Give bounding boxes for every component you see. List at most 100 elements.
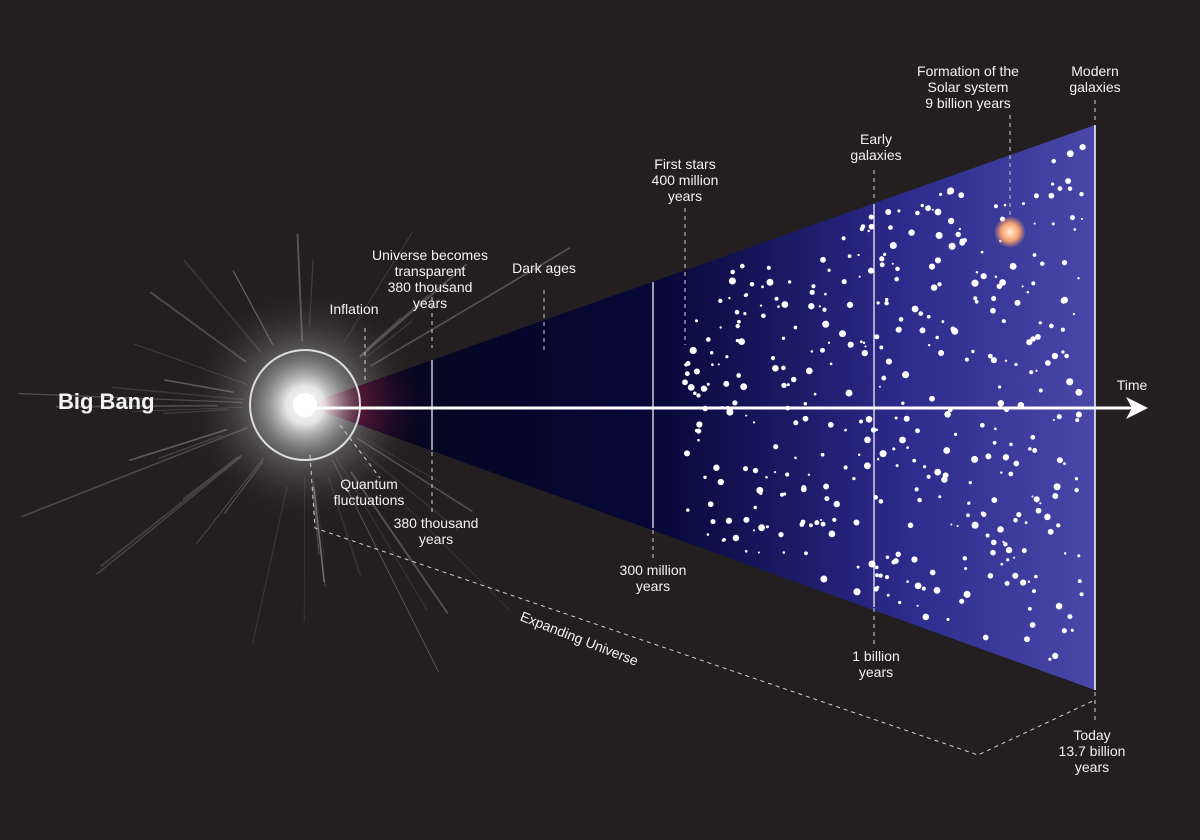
galaxy-dot (1067, 614, 1073, 620)
galaxy-dot (874, 334, 880, 340)
galaxy-dot (752, 467, 759, 474)
galaxy-dot (1000, 562, 1004, 566)
galaxy-dot (810, 350, 814, 353)
galaxy-dot (1003, 203, 1007, 207)
galaxy-dot (843, 465, 848, 470)
t300m-label: 300 million years (619, 562, 687, 594)
galaxy-dot (923, 465, 927, 469)
galaxy-dot (820, 521, 826, 527)
galaxy-dot (740, 383, 748, 391)
galaxy-dot (1033, 193, 1039, 199)
galaxy-dot (884, 300, 889, 306)
galaxy-dot (841, 236, 846, 241)
galaxy-dot (785, 472, 790, 477)
galaxy-dot (1051, 182, 1055, 186)
galaxy-dot (814, 520, 820, 526)
galaxy-dot (732, 400, 738, 406)
galaxy-dot (820, 347, 825, 353)
galaxy-dot (752, 421, 756, 424)
galaxy-dot (990, 307, 996, 314)
galaxy-dot (742, 466, 749, 472)
galaxy-dot (820, 518, 823, 522)
galaxy-dot (929, 395, 935, 402)
galaxy-dot (1033, 222, 1036, 225)
galaxy-dot (735, 323, 740, 329)
galaxy-dot (879, 256, 885, 262)
galaxy-dot (848, 344, 852, 348)
galaxy-dot (990, 549, 996, 556)
galaxy-dot (873, 495, 879, 500)
galaxy-dot (911, 305, 919, 313)
galaxy-dot (999, 279, 1006, 286)
galaxy-dot (813, 392, 817, 396)
galaxy-dot (824, 496, 830, 502)
galaxy-dot (802, 415, 809, 422)
early-galaxies-label: Early galaxies (850, 131, 902, 163)
galaxy-dot (956, 524, 959, 528)
galaxy-dot (822, 307, 827, 312)
galaxy-dot (962, 238, 968, 243)
galaxy-dot (820, 452, 825, 457)
galaxy-dot (885, 297, 889, 302)
galaxy-dot (823, 483, 830, 490)
galaxy-dot (1052, 493, 1059, 499)
galaxy-dot (959, 598, 965, 604)
galaxy-dot (925, 205, 932, 212)
galaxy-dot (1060, 297, 1067, 304)
galaxy-dot (897, 209, 901, 213)
galaxy-dot (1051, 352, 1059, 360)
galaxy-dot (994, 427, 997, 431)
galaxy-dot (782, 551, 786, 554)
galaxy-dot (870, 427, 877, 433)
galaxy-dot (878, 499, 884, 504)
galaxy-dot (822, 320, 830, 328)
galaxy-dot (780, 492, 784, 497)
galaxy-dots (682, 143, 1086, 661)
galaxy-dot (894, 276, 899, 282)
galaxy-dot (1077, 554, 1081, 558)
galaxy-dot (864, 436, 871, 444)
galaxy-dot (898, 600, 902, 605)
galaxy-dot (939, 192, 943, 196)
galaxy-dot (926, 474, 931, 479)
galaxy-dot (953, 432, 958, 437)
galaxy-dot (853, 588, 861, 596)
galaxy-dot (1002, 540, 1005, 543)
today-label: Today 13.7 billion years (1058, 727, 1126, 775)
galaxy-dot (991, 539, 997, 546)
galaxy-dot (728, 296, 731, 300)
galaxy-dot (1008, 471, 1014, 477)
galaxy-dot (891, 560, 896, 565)
galaxy-dot (710, 519, 716, 525)
galaxy-dot (1057, 186, 1063, 191)
galaxy-dot (1075, 411, 1082, 418)
galaxy-dot (820, 575, 828, 583)
galaxy-dot (928, 263, 936, 270)
galaxy-dot (687, 383, 695, 391)
galaxy-dot (943, 447, 951, 454)
galaxy-dot (930, 284, 938, 291)
galaxy-dot (761, 313, 766, 319)
galaxy-dot (709, 350, 714, 355)
galaxy-dot (1034, 574, 1038, 579)
galaxy-dot (1061, 259, 1068, 266)
galaxy-dot (917, 497, 922, 503)
galaxy-dot (1005, 546, 1013, 554)
galaxy-dot (1066, 150, 1074, 158)
galaxy-dot (935, 335, 939, 340)
big-bang-point (293, 393, 317, 417)
galaxy-dot (1004, 359, 1008, 363)
galaxy-dot (1056, 523, 1061, 528)
galaxy-dot (1070, 628, 1074, 632)
galaxy-dot (713, 464, 720, 471)
galaxy-dot (878, 385, 881, 388)
galaxy-dot (931, 208, 934, 211)
galaxy-dot (700, 385, 708, 392)
galaxy-dot (781, 301, 789, 308)
galaxy-dot (1075, 418, 1080, 423)
galaxy-dot (696, 428, 702, 434)
galaxy-dot (885, 358, 892, 365)
galaxy-dot (744, 293, 749, 297)
galaxy-dot (829, 362, 833, 366)
galaxy-dot (723, 380, 730, 387)
